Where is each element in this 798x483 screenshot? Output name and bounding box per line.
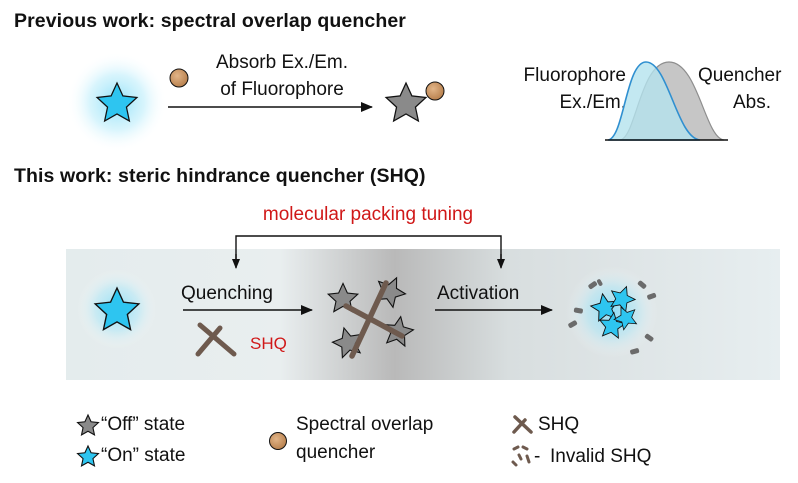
quenching-label: Quenching: [181, 283, 273, 304]
legend-spectral-line2: quencher: [296, 442, 376, 463]
fluorophore-label-line2: Ex./Em.: [559, 92, 626, 113]
activated-cluster: [566, 266, 658, 358]
aggregate-quenched: [327, 271, 416, 360]
process-band: [66, 249, 780, 380]
shq-cross-icon: [195, 322, 237, 357]
on-star-top: [67, 52, 167, 152]
quenched-product: [385, 81, 445, 122]
legend-quencher-ball-icon: [269, 432, 287, 450]
on-star-icon: [77, 445, 99, 467]
invalid-shq-icon: [511, 445, 531, 467]
legend-on-state: “On” state: [101, 445, 186, 466]
fluorophore-label-line1: Fluorophore: [523, 65, 626, 86]
legend-off-state: “Off” state: [101, 414, 186, 435]
legend-spectral-line1: Spectral overlap: [296, 414, 434, 435]
this-work-heading: This work: steric hindrance quencher (SH…: [14, 165, 426, 187]
arrow-label-line1: Absorb Ex./Em.: [216, 52, 348, 73]
legend-shq: SHQ: [538, 414, 580, 435]
legend-invalid-shq: Invalid SHQ: [550, 446, 652, 467]
tuning-bracket: [232, 235, 505, 269]
quencher-label-line2: Abs.: [733, 92, 772, 113]
quencher-ball-icon: [169, 68, 189, 88]
legend-shq-cross-icon: [512, 415, 533, 434]
spectral-overlap-plot: [605, 61, 728, 141]
on-star-band: [77, 269, 157, 349]
activation-label: Activation: [437, 283, 520, 304]
tuning-label: molecular packing tuning: [262, 204, 474, 225]
off-star-icon: [77, 414, 99, 436]
quencher-label-line1: Quencher: [698, 65, 782, 86]
shq-label: SHQ: [250, 334, 287, 353]
legend-invalid-dash: -: [534, 446, 541, 467]
previous-work-heading: Previous work: spectral overlap quencher: [14, 10, 406, 32]
arrow-label-line2: of Fluorophore: [220, 79, 344, 100]
